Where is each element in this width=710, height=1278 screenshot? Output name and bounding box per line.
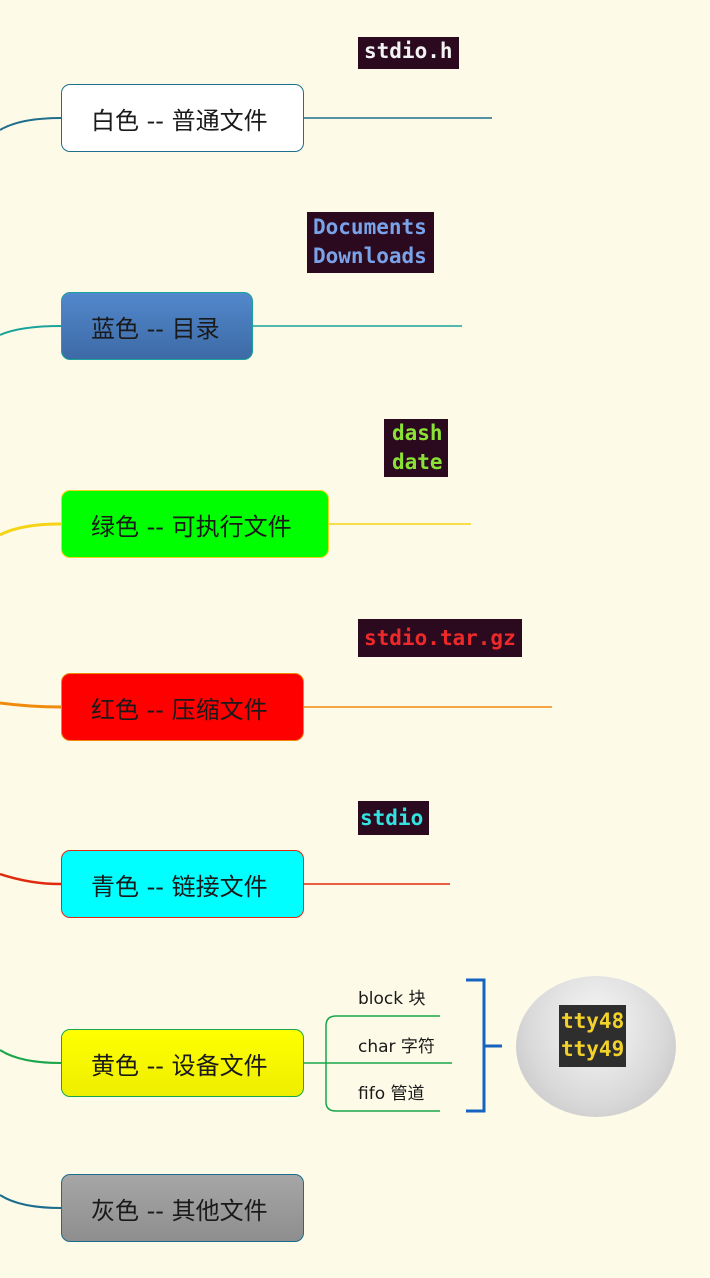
node-archive-label: 红色 -- 压缩文件 bbox=[91, 695, 268, 724]
node-directory[interactable]: 蓝色 -- 目录 bbox=[61, 292, 253, 360]
node-device-label: 黄色 -- 设备文件 bbox=[91, 1051, 268, 1080]
example-directory: Documents Downloads bbox=[307, 212, 434, 273]
example-archive: stdio.tar.gz bbox=[358, 619, 522, 657]
node-device[interactable]: 黄色 -- 设备文件 bbox=[61, 1029, 304, 1097]
branch-green-in bbox=[0, 522, 62, 537]
device-subbranch-fifo bbox=[325, 1063, 440, 1112]
example-device: tty48 tty49 bbox=[559, 1005, 627, 1067]
node-regular-file-label: 白色 -- 普通文件 bbox=[91, 106, 268, 135]
branch-cyan-in bbox=[0, 872, 62, 886]
node-other[interactable]: 灰色 -- 其他文件 bbox=[61, 1174, 304, 1242]
device-type-block[interactable]: block 块 bbox=[358, 989, 426, 1009]
example-link: stdio bbox=[358, 801, 430, 835]
branch-blue-in bbox=[0, 325, 62, 336]
branch-gray-in bbox=[0, 1194, 62, 1209]
device-type-fifo[interactable]: fifo 管道 bbox=[358, 1084, 425, 1104]
node-archive[interactable]: 红色 -- 压缩文件 bbox=[61, 673, 304, 741]
node-directory-label: 蓝色 -- 目录 bbox=[91, 314, 220, 343]
device-type-char[interactable]: char 字符 bbox=[358, 1037, 435, 1057]
branch-white-in bbox=[0, 117, 62, 131]
node-regular-file[interactable]: 白色 -- 普通文件 bbox=[61, 84, 304, 152]
device-subbranch-block bbox=[304, 1015, 440, 1064]
node-link[interactable]: 青色 -- 链接文件 bbox=[61, 850, 304, 918]
example-executable: dash date bbox=[384, 419, 448, 477]
device-example-bubble: tty48 tty49 bbox=[516, 976, 676, 1117]
branch-yellow-in bbox=[0, 1049, 62, 1064]
node-link-label: 青色 -- 链接文件 bbox=[91, 872, 268, 901]
node-executable-label: 绿色 -- 可执行文件 bbox=[91, 512, 292, 541]
device-bracket bbox=[466, 978, 502, 1113]
node-executable[interactable]: 绿色 -- 可执行文件 bbox=[61, 490, 329, 558]
branch-red-in bbox=[0, 701, 62, 709]
node-other-label: 灰色 -- 其他文件 bbox=[91, 1196, 268, 1225]
example-regular-file: stdio.h bbox=[358, 37, 459, 69]
